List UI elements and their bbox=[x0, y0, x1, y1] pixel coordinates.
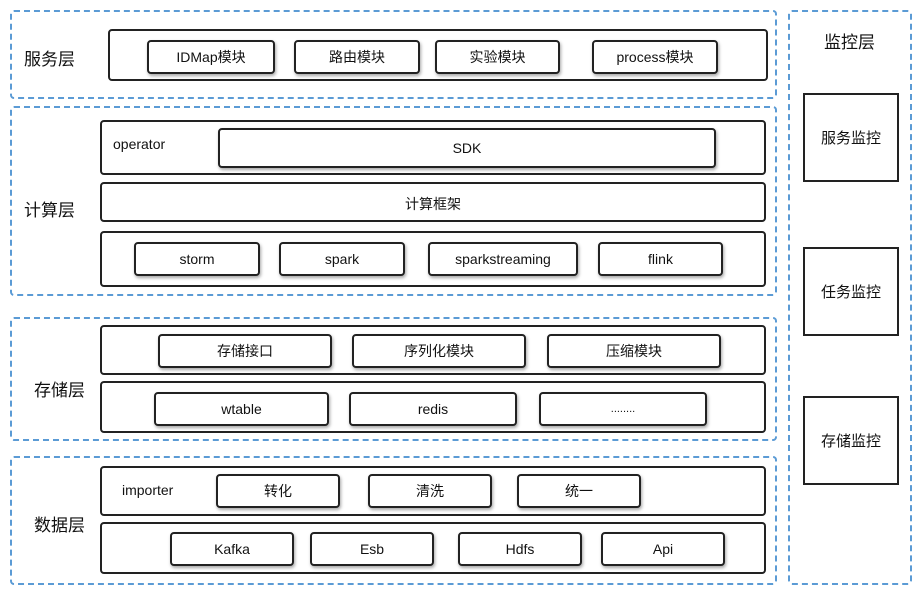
sdk-module: SDK bbox=[218, 128, 716, 168]
spark-engine: spark bbox=[279, 242, 405, 276]
importer-row: importer 转化 清洗 统一 bbox=[100, 466, 766, 516]
monitor-layer-label: 监控层 bbox=[824, 33, 875, 52]
sparkstreaming-engine: sparkstreaming bbox=[428, 242, 578, 276]
importer-label: importer bbox=[122, 482, 174, 498]
experiment-module: 实验模块 bbox=[435, 40, 560, 74]
framework-row: 计算框架 bbox=[100, 182, 766, 222]
process-module: process模块 bbox=[592, 40, 718, 74]
service-monitor: 服务监控 bbox=[803, 93, 899, 182]
routing-module: 路由模块 bbox=[294, 40, 420, 74]
hdfs-source: Hdfs bbox=[458, 532, 582, 566]
service-layer: 服务层 IDMap模块 路由模块 实验模块 process模块 bbox=[10, 10, 777, 99]
compute-layer: 计算层 operator SDK 计算框架 storm spark sparks… bbox=[10, 106, 777, 296]
idmap-module: IDMap模块 bbox=[147, 40, 275, 74]
compression-module: 压缩模块 bbox=[547, 334, 721, 368]
storage-monitor: 存储监控 bbox=[803, 396, 899, 485]
framework-label: 计算框架 bbox=[405, 196, 461, 212]
wtable-store: wtable bbox=[154, 392, 329, 426]
storage-backends-row: wtable redis ........ bbox=[100, 381, 766, 433]
storage-layer: 存储层 存储接口 序列化模块 压缩模块 wtable redis .......… bbox=[10, 317, 777, 441]
api-source: Api bbox=[601, 532, 725, 566]
kafka-source: Kafka bbox=[170, 532, 294, 566]
esb-source: Esb bbox=[310, 532, 434, 566]
transform-step: 转化 bbox=[216, 474, 340, 508]
engines-row: storm spark sparkstreaming flink bbox=[100, 231, 766, 287]
storage-modules-row: 存储接口 序列化模块 压缩模块 bbox=[100, 325, 766, 375]
storage-interface-module: 存储接口 bbox=[158, 334, 332, 368]
other-stores: ........ bbox=[539, 392, 707, 426]
serialization-module: 序列化模块 bbox=[352, 334, 526, 368]
cleanse-step: 清洗 bbox=[368, 474, 492, 508]
sources-row: Kafka Esb Hdfs Api bbox=[100, 522, 766, 574]
task-monitor: 任务监控 bbox=[803, 247, 899, 336]
flink-engine: flink bbox=[598, 242, 723, 276]
service-layer-label: 服务层 bbox=[24, 50, 75, 69]
storage-layer-label: 存储层 bbox=[34, 381, 85, 400]
redis-store: redis bbox=[349, 392, 517, 426]
data-layer-label: 数据层 bbox=[34, 516, 85, 535]
compute-layer-label: 计算层 bbox=[24, 201, 75, 220]
monitor-layer: 监控层 服务监控 任务监控 存储监控 bbox=[788, 10, 912, 585]
data-layer: 数据层 importer 转化 清洗 统一 Kafka Esb Hdfs Api bbox=[10, 456, 777, 585]
service-modules-row: IDMap模块 路由模块 实验模块 process模块 bbox=[108, 29, 768, 81]
storm-engine: storm bbox=[134, 242, 260, 276]
operator-label: operator bbox=[113, 136, 166, 152]
operator-row: operator SDK bbox=[100, 120, 766, 175]
unify-step: 统一 bbox=[517, 474, 641, 508]
